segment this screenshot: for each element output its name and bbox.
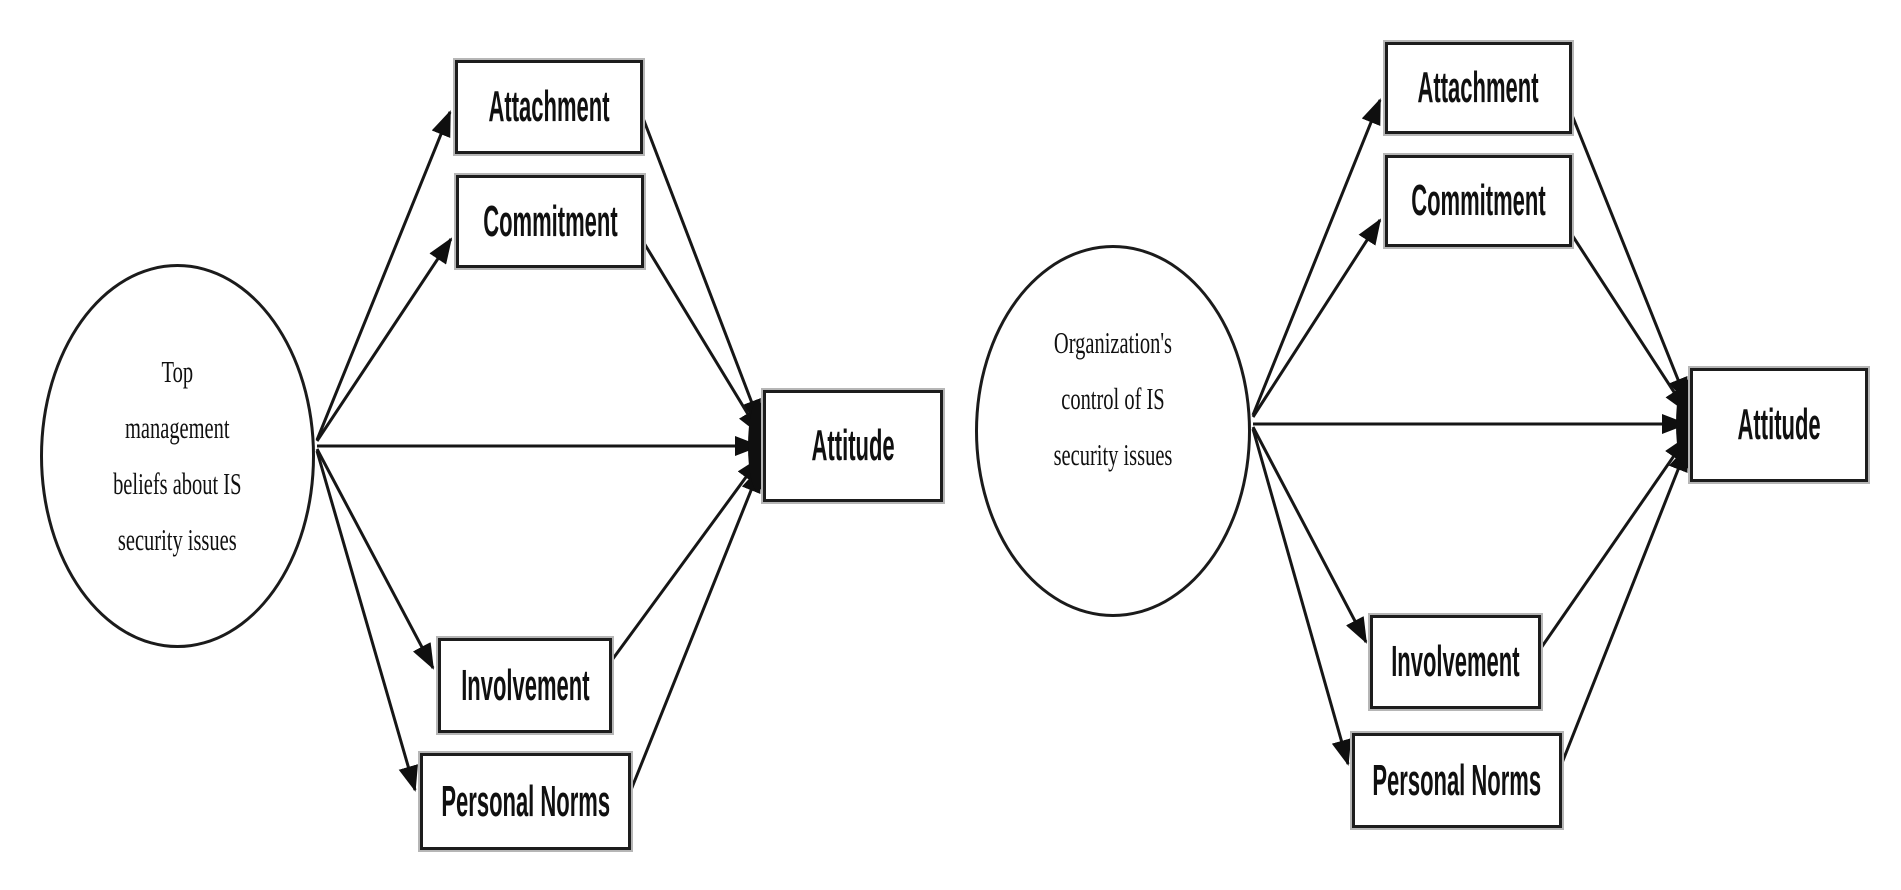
- edge-right-source-to-commitment: [1251, 218, 1382, 418]
- right-source-label-line1: Organization's: [1053, 325, 1173, 360]
- right-commitment-box: Commitment: [1385, 155, 1572, 247]
- left-source-label-line1: Top: [161, 354, 194, 389]
- right-personal-norms-box: Personal Norms: [1352, 733, 1562, 828]
- edge-left-source-to-attachment: [315, 110, 452, 441]
- left-source-label-line3: beliefs about IS: [113, 466, 242, 501]
- right-attachment-label: Attachment: [1417, 63, 1540, 112]
- edge-right-source-to-involvement: [1251, 426, 1368, 644]
- edge-left-source-to-personal-norms: [315, 450, 418, 792]
- right-involvement-label: Involvement: [1391, 637, 1520, 686]
- right-commitment-label: Commitment: [1411, 176, 1546, 225]
- right-source-ellipse: Organization's control of IS security is…: [975, 245, 1251, 617]
- right-attitude-label: Attitude: [1737, 400, 1821, 449]
- left-source-ellipse: Top management beliefs about IS security…: [40, 264, 315, 648]
- left-source-label-line2: management: [125, 410, 230, 445]
- right-attitude-box: Attitude: [1690, 368, 1868, 482]
- right-involvement-box: Involvement: [1370, 615, 1541, 709]
- edge-left-involvement-to-attitude: [610, 456, 762, 661]
- edge-right-source-to-attachment: [1251, 98, 1382, 416]
- edge-left-source-to-involvement: [315, 448, 435, 670]
- right-source-label: Organization's control of IS security is…: [1054, 315, 1173, 547]
- left-personal-norms-label: Personal Norms: [441, 776, 610, 826]
- edge-left-personal-norms-to-attitude: [629, 466, 762, 791]
- right-source-label-line2: control of IS: [1061, 381, 1165, 416]
- left-commitment-box: Commitment: [456, 175, 644, 268]
- left-involvement-label: Involvement: [460, 660, 590, 710]
- left-attachment-box: Attachment: [455, 60, 643, 154]
- right-attachment-box: Attachment: [1385, 42, 1572, 134]
- right-personal-norms-label: Personal Norms: [1372, 755, 1542, 805]
- edge-right-personal-norms-to-attitude: [1560, 445, 1689, 764]
- left-attachment-label: Attachment: [488, 82, 610, 131]
- left-source-label: Top management beliefs about IS security…: [113, 344, 241, 568]
- edge-left-attachment-to-attitude: [641, 117, 762, 426]
- edge-left-source-to-commitment: [315, 237, 453, 442]
- left-attitude-label: Attitude: [811, 421, 895, 470]
- edge-right-commitment-to-attitude: [1570, 234, 1689, 414]
- right-panel-edges: [1251, 98, 1696, 766]
- right-source-label-line3: security issues: [1053, 437, 1173, 472]
- left-involvement-box: Involvement: [438, 638, 612, 733]
- edge-right-attachment-to-attitude: [1570, 114, 1689, 404]
- left-attitude-box: Attitude: [763, 390, 943, 502]
- left-commitment-label: Commitment: [482, 196, 618, 246]
- edge-right-involvement-to-attitude: [1539, 435, 1689, 649]
- edge-right-source-to-personal-norms: [1251, 428, 1352, 766]
- left-source-label-line4: security issues: [118, 522, 237, 557]
- left-personal-norms-box: Personal Norms: [420, 753, 631, 850]
- edge-left-commitment-to-attitude: [642, 242, 762, 436]
